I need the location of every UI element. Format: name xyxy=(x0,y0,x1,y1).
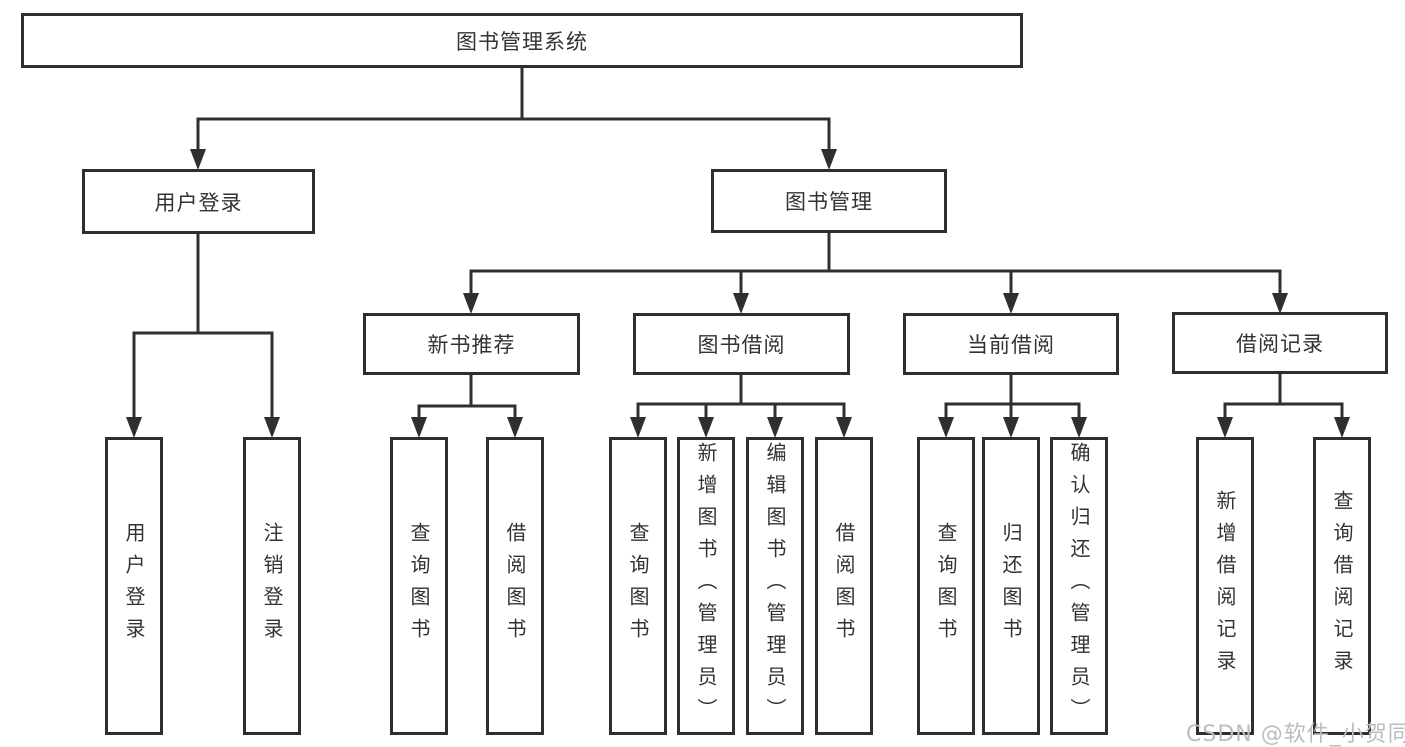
node-leaf-return-book: 归还图书 xyxy=(982,437,1040,735)
node-label: 注销登录 xyxy=(260,522,284,650)
node-label: 借阅记录 xyxy=(1236,332,1324,356)
node-leaf-query-borrow-record: 查询借阅记录 xyxy=(1313,437,1371,735)
node-label: 图书管理 xyxy=(785,190,873,214)
node-label: 用户登录 xyxy=(122,522,146,650)
node-book-borrow: 图书借阅 xyxy=(633,313,850,375)
connector-path xyxy=(132,66,1344,421)
node-label: 确认归还（管理员） xyxy=(1067,442,1091,730)
node-label: 新书推荐 xyxy=(427,333,516,357)
node-book-management: 图书管理 xyxy=(711,169,947,233)
node-label: 图书借阅 xyxy=(697,333,786,357)
node-label: 借阅图书 xyxy=(832,522,856,650)
node-leaf-confirm-return-admin: 确认归还（管理员） xyxy=(1050,437,1108,735)
node-label: 编辑图书（管理员） xyxy=(763,442,787,730)
node-label: 当前借阅 xyxy=(967,333,1055,357)
node-leaf-add-book-admin: 新增图书（管理员） xyxy=(677,437,735,735)
node-new-book-recommend: 新书推荐 xyxy=(363,313,580,375)
node-user-login: 用户登录 xyxy=(82,169,315,234)
arrowhead-icons xyxy=(126,149,1350,438)
node-leaf-user-login: 用户登录 xyxy=(105,437,163,735)
node-label: 用户登录 xyxy=(154,190,243,215)
node-leaf-edit-book-admin: 编辑图书（管理员） xyxy=(746,437,804,735)
node-label: 借阅图书 xyxy=(503,522,527,650)
node-leaf-add-borrow-record: 新增借阅记录 xyxy=(1196,437,1254,735)
node-label: 新增图书（管理员） xyxy=(694,442,718,730)
node-label: 查询图书 xyxy=(407,522,431,650)
node-leaf-borrow-books-recommend: 借阅图书 xyxy=(486,437,544,735)
node-leaf-query-books-recommend: 查询图书 xyxy=(390,437,448,735)
node-label: 查询图书 xyxy=(934,522,958,650)
node-borrow-records: 借阅记录 xyxy=(1172,312,1388,374)
node-current-borrow: 当前借阅 xyxy=(903,313,1119,375)
node-label: 图书管理系统 xyxy=(456,29,588,54)
node-leaf-logout: 注销登录 xyxy=(243,437,301,735)
node-label: 归还图书 xyxy=(999,522,1023,650)
node-leaf-borrow-books: 借阅图书 xyxy=(815,437,873,735)
node-leaf-query-books-current: 查询图书 xyxy=(917,437,975,735)
node-leaf-query-books-borrow: 查询图书 xyxy=(609,437,667,735)
node-label: 查询图书 xyxy=(626,522,650,650)
node-root: 图书管理系统 xyxy=(21,13,1023,68)
node-label: 新增借阅记录 xyxy=(1213,490,1237,682)
watermark: CSDN @软件_小贺同学 xyxy=(1186,722,1405,747)
node-label: 查询借阅记录 xyxy=(1330,490,1354,682)
